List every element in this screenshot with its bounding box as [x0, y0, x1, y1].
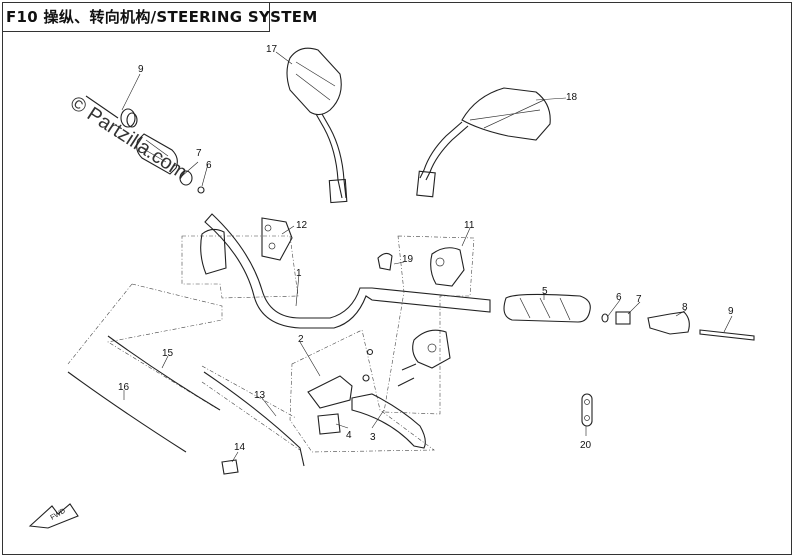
part-20[interactable]: [581, 393, 593, 427]
callout-17[interactable]: 17: [266, 44, 278, 55]
diagram-frame: [2, 2, 792, 555]
callout-12[interactable]: 12: [296, 220, 308, 231]
callout-9-right[interactable]: 9: [728, 306, 734, 317]
handlebar[interactable]: [204, 213, 491, 329]
callout-18[interactable]: 18: [566, 92, 578, 103]
callout-6-right[interactable]: 6: [616, 292, 622, 303]
callout-11[interactable]: 11: [464, 220, 475, 231]
callout-8[interactable]: 8: [682, 302, 688, 313]
callout-16[interactable]: 16: [118, 382, 130, 393]
right-mirror[interactable]: [416, 87, 551, 198]
callout-7-right[interactable]: 7: [636, 294, 642, 305]
clutch-cable[interactable]: [201, 365, 305, 467]
mirror-bolt-19[interactable]: [377, 252, 393, 271]
callout-1[interactable]: 1: [296, 268, 302, 279]
part-14[interactable]: [221, 459, 239, 475]
fwd-label: FWD: [50, 508, 67, 522]
brake-lever-assembly[interactable]: [289, 329, 435, 453]
left-mirror[interactable]: [286, 47, 348, 204]
callout-7-left[interactable]: 7: [196, 148, 202, 159]
callout-3[interactable]: 3: [370, 432, 376, 443]
callout-19[interactable]: 19: [402, 254, 414, 265]
callouts: 17 18 9 7 6 12 1 2 3 4 11 5 6 7 8 9 19 2…: [118, 44, 734, 453]
callout-14[interactable]: 14: [234, 442, 246, 453]
callout-4[interactable]: 4: [346, 430, 352, 441]
left-grip-assembly[interactable]: [85, 95, 205, 194]
callout-15[interactable]: 15: [162, 348, 174, 359]
callout-20[interactable]: 20: [580, 440, 592, 451]
right-switch-housing[interactable]: [383, 235, 475, 415]
callout-5[interactable]: 5: [542, 286, 548, 297]
callout-2[interactable]: 2: [298, 334, 304, 345]
callout-9-left[interactable]: 9: [138, 64, 144, 75]
left-cables[interactable]: [67, 283, 223, 453]
callout-6-left[interactable]: 6: [206, 160, 212, 171]
right-grip-assembly[interactable]: [503, 293, 755, 341]
title-box: [2, 2, 270, 32]
fwd-arrow-icon: FWD: [28, 503, 79, 529]
leader-lines: [121, 51, 733, 463]
diagram-title: F10 操纵、转向机构/STEERING SYSTEM: [6, 8, 318, 26]
callout-13[interactable]: 13: [254, 390, 266, 401]
left-clamp[interactable]: [181, 217, 299, 299]
